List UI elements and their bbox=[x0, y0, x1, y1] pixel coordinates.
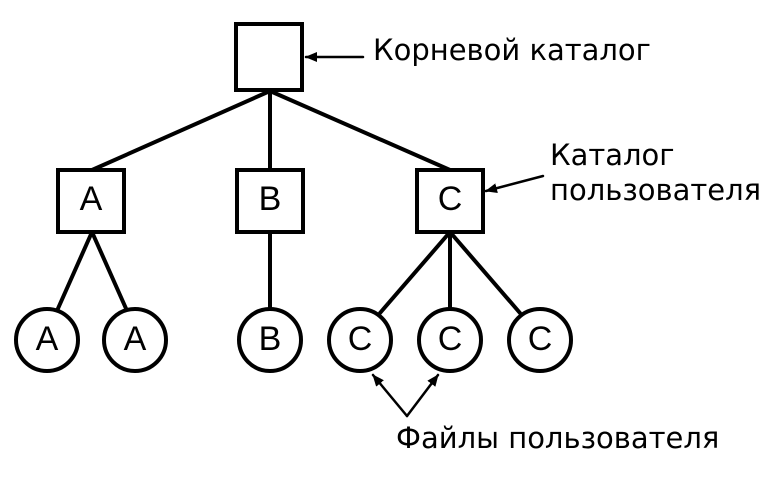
file-label: C bbox=[528, 320, 553, 358]
user-directory-label-line2: пользователя bbox=[550, 173, 761, 207]
file-node-b: B bbox=[237, 307, 303, 373]
root-directory-node bbox=[234, 22, 304, 92]
file-circle bbox=[14, 307, 80, 373]
user-directory-label-line1: Каталог bbox=[550, 138, 675, 172]
file-circle bbox=[417, 307, 483, 373]
file-label: A bbox=[124, 320, 147, 358]
file-label: C bbox=[438, 320, 463, 358]
file-node-c1: C bbox=[327, 307, 393, 373]
edge-dir-a-to-file-a2 bbox=[90, 230, 130, 315]
directory-box bbox=[415, 168, 485, 234]
file-node-c3: C bbox=[507, 307, 573, 373]
directory-label: C bbox=[438, 180, 463, 218]
user-directory-nodes: A B C bbox=[56, 168, 485, 234]
annotation-arrows bbox=[304, 52, 545, 418]
tree-connectors bbox=[54, 89, 522, 315]
edge-root-to-dir-c bbox=[268, 89, 452, 172]
directory-box bbox=[235, 168, 305, 234]
directory-node-c: C bbox=[415, 168, 485, 234]
file-label: C bbox=[348, 320, 373, 358]
user-file-nodes: A A B C C C bbox=[14, 307, 573, 373]
file-circle bbox=[327, 307, 393, 373]
file-node-c2: C bbox=[417, 307, 483, 373]
edge-root-to-dir-a bbox=[90, 89, 272, 172]
user-files-arrow-left bbox=[371, 373, 409, 418]
file-circle bbox=[507, 307, 573, 373]
directory-label: A bbox=[80, 180, 103, 218]
file-circle bbox=[102, 307, 168, 373]
file-node-a1: A bbox=[14, 307, 80, 373]
directory-box bbox=[56, 168, 126, 234]
edge-dir-c-to-file-c1 bbox=[378, 230, 452, 315]
root-directory-label: Корневой каталог bbox=[373, 33, 651, 67]
user-files-label: Файлы пользователя bbox=[396, 421, 719, 455]
user-directory-arrow bbox=[484, 174, 545, 194]
directory-label: B bbox=[259, 180, 282, 218]
file-node-a2: A bbox=[102, 307, 168, 373]
edge-dir-c-to-file-c3 bbox=[448, 230, 522, 315]
directory-node-a: A bbox=[56, 168, 126, 234]
file-label: A bbox=[36, 320, 59, 358]
user-files-arrow-right bbox=[405, 373, 440, 418]
file-label: B bbox=[259, 320, 282, 358]
directory-node-b: B bbox=[235, 168, 305, 234]
file-circle bbox=[237, 307, 303, 373]
edge-dir-a-to-file-a1 bbox=[54, 230, 94, 315]
